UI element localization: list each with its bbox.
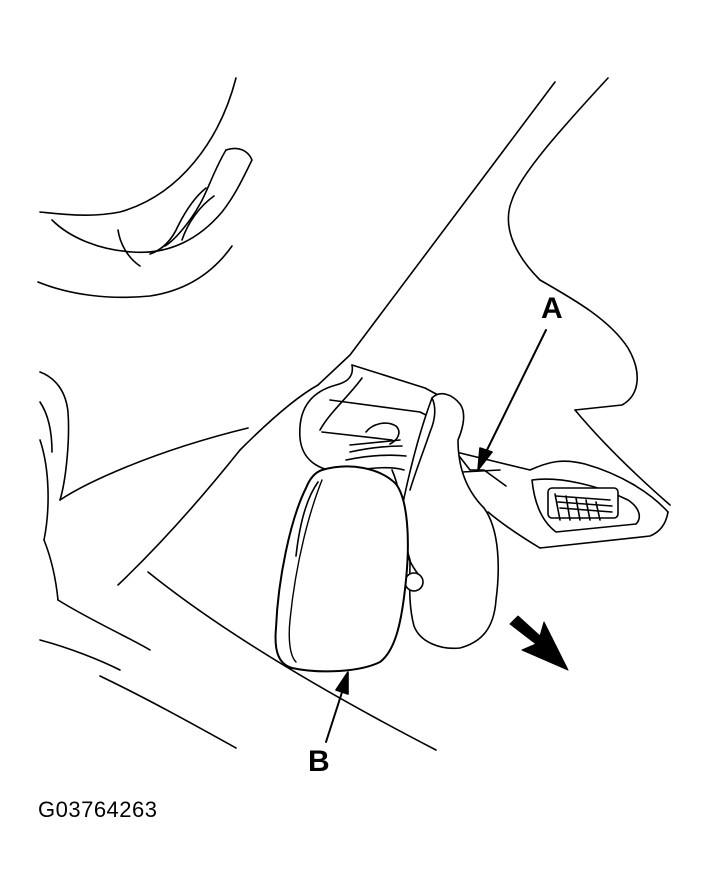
callout-label-b: B	[308, 745, 330, 778]
mirror-body	[274, 465, 409, 673]
seat-back	[39, 371, 249, 671]
direction-arrow-icon	[509, 615, 569, 671]
figure-code: G03764263	[38, 797, 158, 822]
connector-housing	[455, 451, 669, 549]
callout-label-a: A	[541, 292, 563, 325]
background-lines	[99, 571, 437, 751]
seat-headrest	[37, 77, 253, 299]
mirror-stem	[401, 392, 499, 650]
leader-line-a	[477, 329, 547, 471]
leader-line-b	[325, 671, 349, 743]
windshield-frame	[117, 77, 671, 586]
